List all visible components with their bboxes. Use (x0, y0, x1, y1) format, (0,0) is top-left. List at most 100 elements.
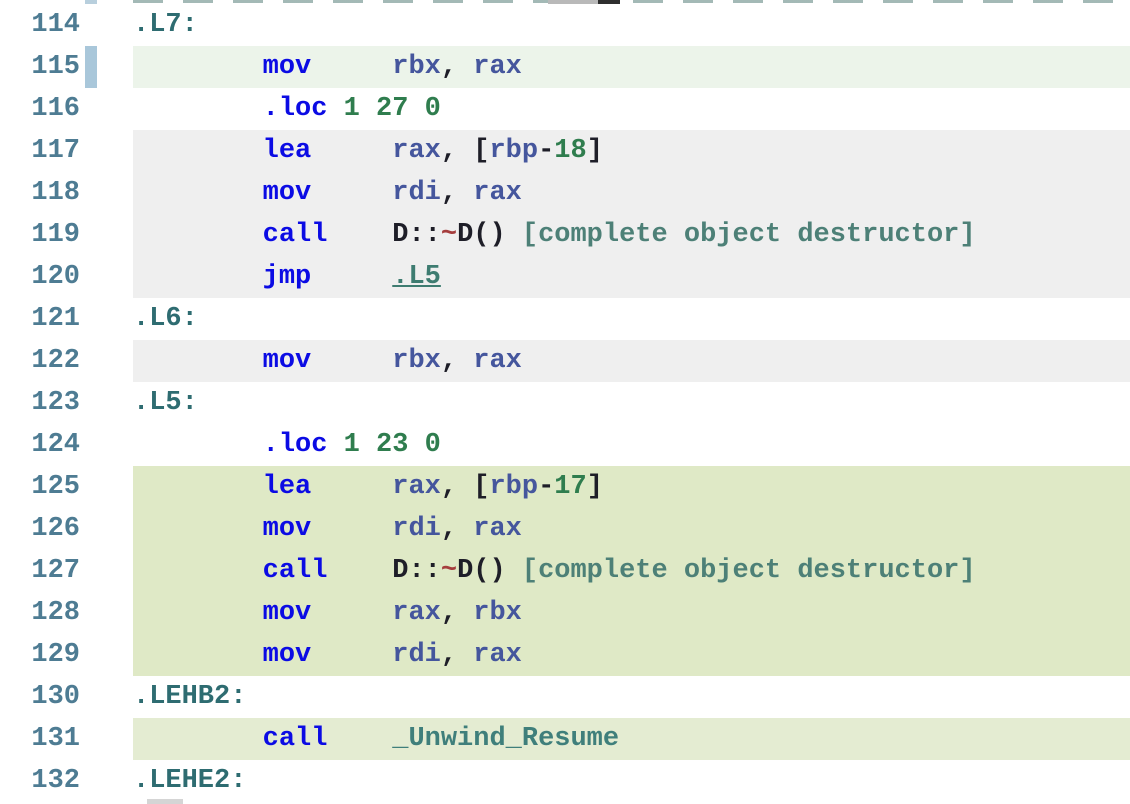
code-line[interactable]: 120 jmp .L5 (0, 256, 1130, 298)
code-line[interactable]: 119 call D::~D() [complete object destru… (0, 214, 1130, 256)
line-number[interactable]: 123 (31, 388, 80, 418)
code-line-text[interactable]: mov rbx, rax (133, 340, 1130, 382)
token-plain (133, 724, 263, 754)
code-line-text[interactable]: jmp .L5 (133, 256, 1130, 298)
line-number[interactable]: 117 (31, 136, 80, 166)
source-link-marker (85, 46, 97, 88)
token-punct: , (440, 640, 474, 670)
clipped-prev-line-dark-fragment (598, 0, 620, 4)
code-line-text[interactable]: mov rdi, rax (133, 634, 1130, 676)
line-number[interactable]: 125 (31, 472, 80, 502)
token-label: .LEHB2: (133, 682, 247, 712)
token-link: .L5 (392, 262, 441, 292)
token-register: rax (392, 598, 441, 628)
code-line[interactable]: 128 mov rax, rbx (0, 592, 1130, 634)
code-line-text[interactable]: mov rdi, rax (133, 172, 1130, 214)
clipped-prev-line-artifact (133, 0, 1130, 3)
token-plain (311, 598, 392, 628)
code-line[interactable]: 126 mov rdi, rax (0, 508, 1130, 550)
code-line[interactable]: 127 call D::~D() [complete object destru… (0, 550, 1130, 592)
line-number[interactable]: 129 (31, 640, 80, 670)
token-register: rbx (473, 598, 522, 628)
line-number[interactable]: 119 (31, 220, 80, 250)
code-line-text[interactable]: mov rdi, rax (133, 508, 1130, 550)
code-line-text[interactable]: .LEHE2: (133, 760, 1130, 802)
token-plain (133, 262, 263, 292)
token-register: rbp (489, 472, 539, 502)
token-keyword: lea (262, 136, 312, 166)
code-line-text[interactable]: .loc 1 27 0 (133, 88, 1130, 130)
code-line[interactable]: 124 .loc 1 23 0 (0, 424, 1130, 466)
code-line[interactable]: 125 lea rax, [rbp-17] (0, 466, 1130, 508)
line-number[interactable]: 124 (31, 430, 80, 460)
token-plain (133, 640, 263, 670)
token-number: 18 (554, 136, 587, 166)
code-line[interactable]: 122 mov rbx, rax (0, 340, 1130, 382)
code-line[interactable]: 115 mov rbx, rax (0, 46, 1130, 88)
code-line[interactable]: 130 .LEHB2: (0, 676, 1130, 718)
token-register: rax (392, 136, 441, 166)
line-number[interactable]: 128 (31, 598, 80, 628)
token-plain (133, 472, 263, 502)
token-keyword: mov (262, 640, 312, 670)
token-plain (311, 262, 392, 292)
code-line-text[interactable]: mov rax, rbx (133, 592, 1130, 634)
token-plain (506, 556, 522, 586)
code-line-text[interactable]: mov rbx, rax (133, 46, 1130, 88)
token-plain (133, 346, 263, 376)
line-number[interactable]: 118 (31, 178, 80, 208)
token-plain (311, 346, 392, 376)
code-line[interactable]: 118 mov rdi, rax (0, 172, 1130, 214)
code-line-text[interactable]: .L6: (133, 298, 1130, 340)
line-number[interactable]: 116 (31, 94, 80, 124)
code-line[interactable]: 117 lea rax, [rbp-18] (0, 130, 1130, 172)
code-line-text[interactable]: .L7: (133, 4, 1130, 46)
token-register: rdi (392, 178, 441, 208)
code-line[interactable]: 121 .L6: (0, 298, 1130, 340)
line-number[interactable]: 121 (31, 304, 80, 334)
token-register: rax (473, 52, 522, 82)
token-plain (133, 220, 263, 250)
code-line-text[interactable]: .L5: (133, 382, 1130, 424)
line-number[interactable]: 131 (31, 724, 80, 754)
line-number[interactable]: 126 (31, 514, 80, 544)
token-register: rax (473, 178, 522, 208)
code-line-text[interactable]: call D::~D() [complete object destructor… (133, 550, 1130, 592)
token-plain (133, 556, 263, 586)
code-line[interactable]: 129 mov rdi, rax (0, 634, 1130, 676)
line-number[interactable]: 120 (31, 262, 80, 292)
line-number[interactable]: 127 (31, 556, 80, 586)
token-punct: D() (457, 220, 506, 250)
token-number: 1 (343, 430, 360, 460)
token-punct: ] (586, 136, 603, 166)
token-plain (311, 640, 392, 670)
token-number: 0 (424, 94, 441, 124)
code-line[interactable]: 114 .L7: (0, 4, 1130, 46)
token-plain (327, 430, 343, 460)
code-line-text[interactable]: call D::~D() [complete object destructor… (133, 214, 1130, 256)
line-number[interactable]: 132 (31, 766, 80, 796)
code-line[interactable]: 131 call _Unwind_Resume (0, 718, 1130, 760)
code-line-text[interactable]: call _Unwind_Resume (133, 718, 1130, 760)
code-line[interactable]: 116 .loc 1 27 0 (0, 88, 1130, 130)
token-punct: D() (457, 556, 506, 586)
token-plain (327, 724, 392, 754)
token-plain (327, 556, 392, 586)
token-register: rbx (392, 52, 441, 82)
token-number: 1 (343, 94, 360, 124)
token-punct: , (440, 514, 474, 544)
line-number[interactable]: 122 (31, 346, 80, 376)
code-line[interactable]: 123 .L5: (0, 382, 1130, 424)
code-line-text[interactable]: lea rax, [rbp-18] (133, 130, 1130, 172)
line-number[interactable]: 114 (31, 10, 80, 40)
code-line-text[interactable]: .LEHB2: (133, 676, 1130, 718)
code-line-text[interactable]: lea rax, [rbp-17] (133, 466, 1130, 508)
line-number[interactable]: 130 (31, 682, 80, 712)
token-register: rax (473, 514, 522, 544)
token-plain (133, 514, 263, 544)
code-line[interactable]: 132 .LEHE2: (0, 760, 1130, 802)
line-number[interactable]: 115 (31, 52, 80, 82)
code-line-text[interactable]: .loc 1 23 0 (133, 424, 1130, 466)
token-register: rdi (392, 514, 441, 544)
token-register: rbp (489, 136, 539, 166)
